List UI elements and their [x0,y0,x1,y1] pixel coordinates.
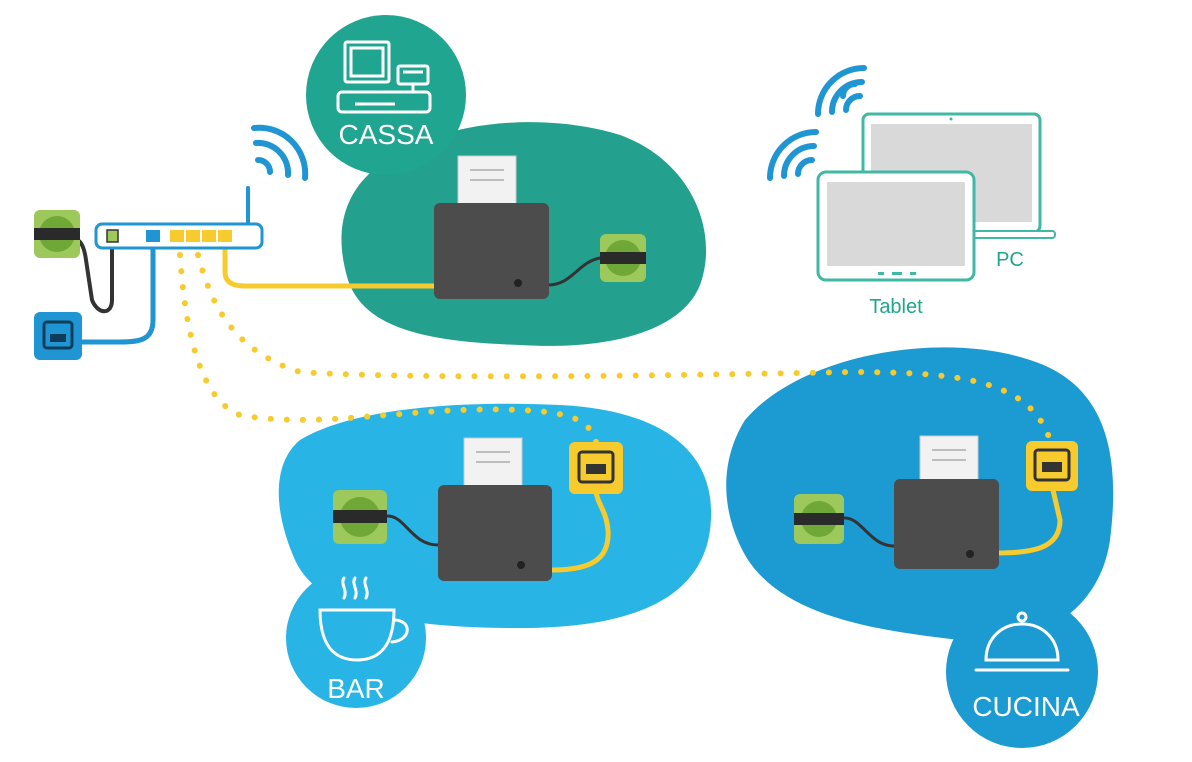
cucina-badge: CUCINA [946,596,1098,748]
bar-power-outlet [333,490,387,544]
cucina-printer-power-cable [843,516,896,548]
cassa-printer-power-cable [546,256,602,287]
tablet-device [816,170,976,282]
router-power-port [106,229,119,243]
cucina-printer-network-cable [995,487,1063,556]
router-lan-port-1 [170,230,184,242]
router-power-outlet [34,210,80,258]
coffee-cup-icon [318,576,409,662]
router-lan-port-2 [186,230,200,242]
router-line-cable [69,237,156,345]
cucina-power-outlet [794,494,844,544]
router-lan-port-3 [202,230,216,242]
cassa-label: CASSA [339,119,434,150]
router-to-bar-dotted-link [177,252,599,445]
cucina-receipt-paper [919,435,979,485]
router-wifi-icon [251,124,309,181]
bar-printer-network-cable [549,489,611,573]
router-to-cassa-cable [222,239,439,289]
tablet-wifi-icon [767,129,819,181]
bar-printer [438,437,552,581]
bar-badge: BAR [286,568,426,708]
cassa-badge: CASSA [306,15,466,175]
router-lan-port-4 [218,230,232,242]
cucina-printer-body [894,479,999,569]
cassa-power-outlet [600,234,646,282]
cloche-icon [974,611,1070,672]
cash-register-icon [336,40,432,114]
cassa-printer [434,155,549,299]
bar-printer-power-cable [386,514,440,547]
bar-network-jack-icon [569,442,623,494]
cassa-printer-body [434,203,549,299]
pc-wifi-icon [815,65,867,117]
router [94,124,309,250]
router-to-cucina-dotted-link [195,252,1053,443]
bar-label: BAR [327,673,385,704]
pc-label: PC [996,249,1024,271]
bar-printer-body [438,485,552,581]
tablet-label: Tablet [869,296,923,318]
cucina-printer [894,435,999,569]
cucina-label: CUCINA [972,691,1080,722]
cucina-network-jack-icon [1026,441,1078,491]
router-phone-jack-icon [34,312,82,360]
router-line-port [146,230,160,242]
